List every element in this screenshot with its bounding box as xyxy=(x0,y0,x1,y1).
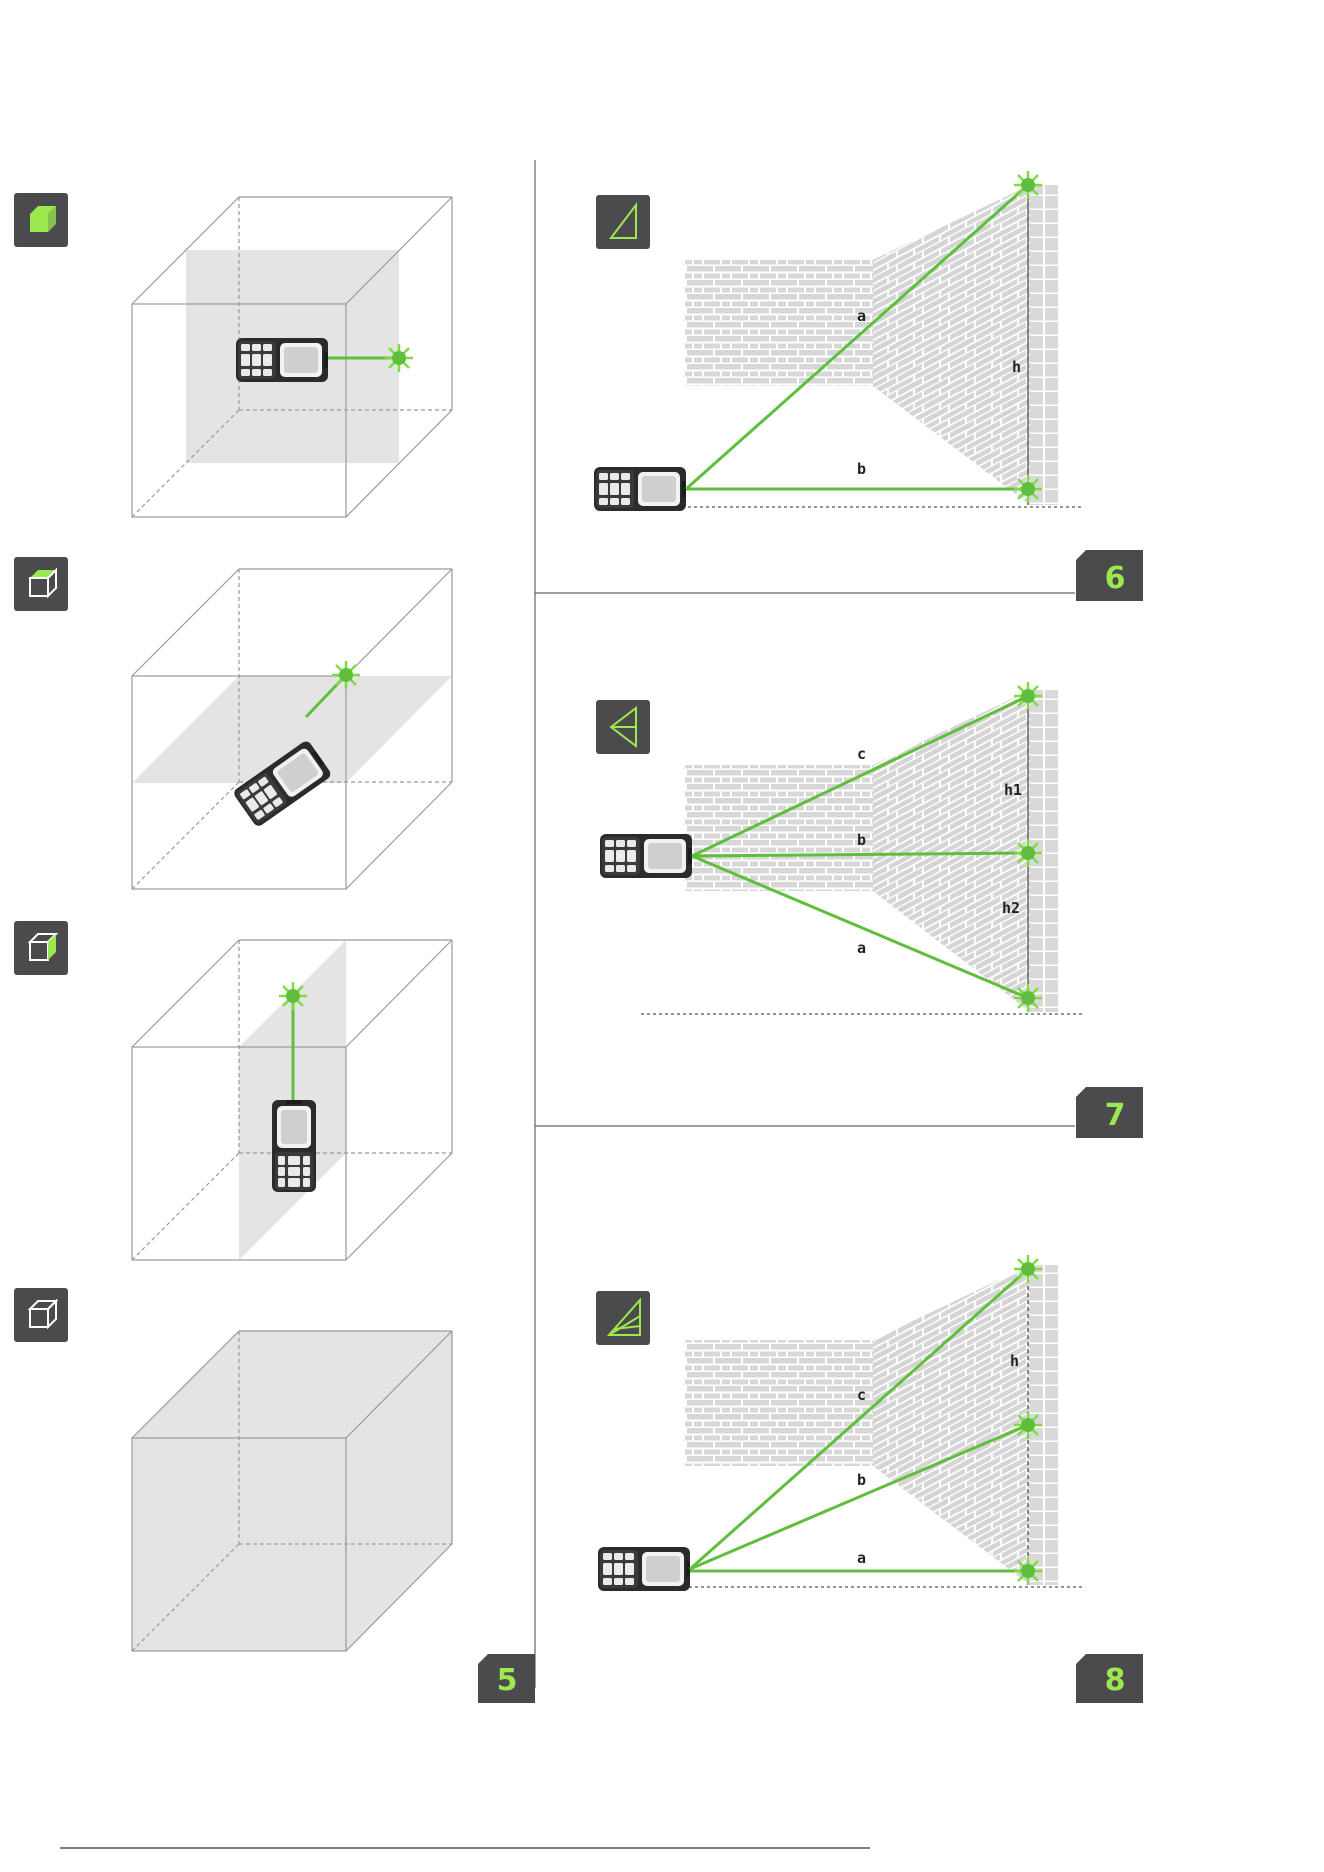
indirect-panel-1: a b h xyxy=(594,171,1082,511)
brick-wall-side xyxy=(873,185,1030,505)
page-tab-5: 5 xyxy=(478,1654,535,1703)
label-b: b xyxy=(857,460,866,478)
mode-2-panel xyxy=(14,557,452,889)
label-b: b xyxy=(857,1471,866,1489)
mode-3-panel xyxy=(14,921,452,1260)
label-h: h xyxy=(1010,1352,1019,1370)
double-triangle-icon[interactable] xyxy=(596,700,650,754)
label-h2: h2 xyxy=(1002,899,1020,917)
page-number: 8 xyxy=(1105,1663,1126,1698)
nested-triangle-icon[interactable] xyxy=(596,1291,650,1345)
brick-wall-back xyxy=(685,260,873,386)
page-tab-8: 8 xyxy=(1076,1654,1143,1703)
label-c: c xyxy=(857,1386,866,1404)
mode-1-panel xyxy=(14,193,452,517)
label-a: a xyxy=(857,307,866,325)
brick-wall-side xyxy=(873,1265,1030,1585)
cube-side-face-icon[interactable] xyxy=(14,921,68,975)
page-number: 6 xyxy=(1105,561,1126,596)
page-tab-6: 6 xyxy=(1076,550,1143,601)
rangefinder-device xyxy=(272,1100,316,1192)
laser-dot xyxy=(1014,984,1042,1012)
label-h: h xyxy=(1012,358,1021,376)
cube-top-face-icon[interactable] xyxy=(14,557,68,611)
brick-wall-side xyxy=(873,690,1030,1012)
laser-dot xyxy=(332,661,360,689)
brick-wall-back xyxy=(685,1340,873,1466)
laser-dot xyxy=(1014,839,1042,867)
laser-dot xyxy=(1014,682,1042,710)
label-b: b xyxy=(857,831,866,849)
rangefinder-device xyxy=(598,1547,690,1591)
rangefinder-device xyxy=(236,338,328,382)
label-a: a xyxy=(857,1549,866,1567)
indirect-panel-3: c b a h xyxy=(596,1255,1082,1591)
page-tab-7: 7 xyxy=(1076,1087,1143,1138)
rangefinder-device xyxy=(594,467,686,511)
label-a: a xyxy=(857,939,866,957)
laser-dot xyxy=(1014,475,1042,503)
rangefinder-device xyxy=(600,834,692,878)
laser-dot xyxy=(1014,1557,1042,1585)
laser-dot xyxy=(1014,171,1042,199)
brick-wall-edge xyxy=(1030,185,1058,505)
laser-dot xyxy=(1014,1411,1042,1439)
laser-dot xyxy=(1014,1255,1042,1283)
label-h1: h1 xyxy=(1004,781,1022,799)
laser-dot xyxy=(279,982,307,1010)
page-number: 7 xyxy=(1105,1098,1126,1133)
cube-outline-icon[interactable] xyxy=(14,1288,68,1342)
mode-4-panel xyxy=(14,1288,452,1651)
laser-dot xyxy=(385,344,413,372)
page-number: 5 xyxy=(497,1663,518,1698)
cube-front-face-icon[interactable] xyxy=(14,193,68,247)
right-triangle-icon[interactable] xyxy=(596,195,650,249)
label-c: c xyxy=(857,745,866,763)
indirect-panel-2: c b a h1 h2 xyxy=(596,682,1082,1014)
